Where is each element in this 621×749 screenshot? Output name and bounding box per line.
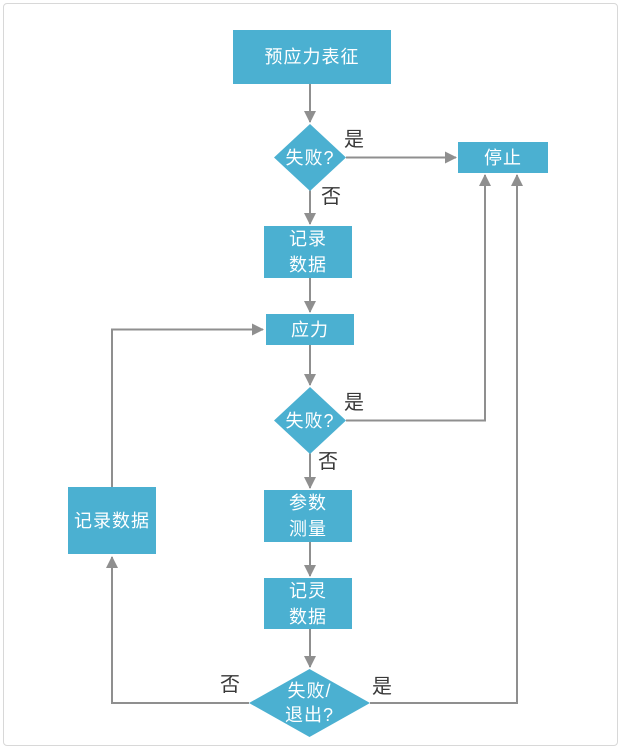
node-stress-label: 应力 [291,319,329,340]
node-parameter-measurement: 参数 测量 [264,490,352,542]
node-decision-fail-exit-line2: 退出? [284,705,334,725]
node-record-data-2-line1: 记灵 [289,580,327,601]
node-decision-fail-1: 失败? [274,124,346,191]
node-parameter-measurement-line2: 测量 [289,519,327,539]
edge-label-fail1-no: 否 [321,186,341,208]
node-prestress-label: 预应力表征 [264,47,360,67]
edge-recordleft-to-stress [111,323,264,487]
node-decision-fail-2-label: 失败? [285,410,335,431]
node-decision-fail-1-label: 失败? [285,147,335,168]
edge-label-fail2-yes: 是 [344,392,364,414]
node-stress: 应力 [266,314,354,345]
node-record-data-2: 记灵 数据 [264,578,352,629]
node-decision-fail-exit-line1: 失败/ [287,681,332,701]
node-stop-label: 停止 [484,147,522,168]
node-prestress-characterization: 预应力表征 [233,30,391,84]
node-record-data-2-line2: 数据 [289,606,327,627]
node-decision-fail-exit: 失败/ 退出? [249,669,370,737]
node-record-data-left: 记录数据 [68,487,156,554]
edge-label-fail-exit-yes: 是 [372,676,392,698]
edge-fail2-yes-to-stop [346,174,491,422]
edge-failexit-yes-to-stop [370,174,523,704]
edge-failexit-no-to-recordleft [106,556,249,704]
node-stop: 停止 [458,142,548,173]
edge-label-fail-exit-no: 否 [220,674,240,696]
node-record-data-1: 记录 数据 [264,226,352,278]
node-parameter-measurement-line1: 参数 [289,493,327,513]
node-decision-fail-2: 失败? [274,387,346,454]
node-record-data-1-line1: 记录 [289,229,327,249]
edge-label-fail1-yes: 是 [344,129,364,151]
edge-label-fail2-no: 否 [318,451,338,473]
node-record-data-1-line2: 数据 [289,255,327,275]
node-record-data-left-label: 记录数据 [74,510,150,531]
